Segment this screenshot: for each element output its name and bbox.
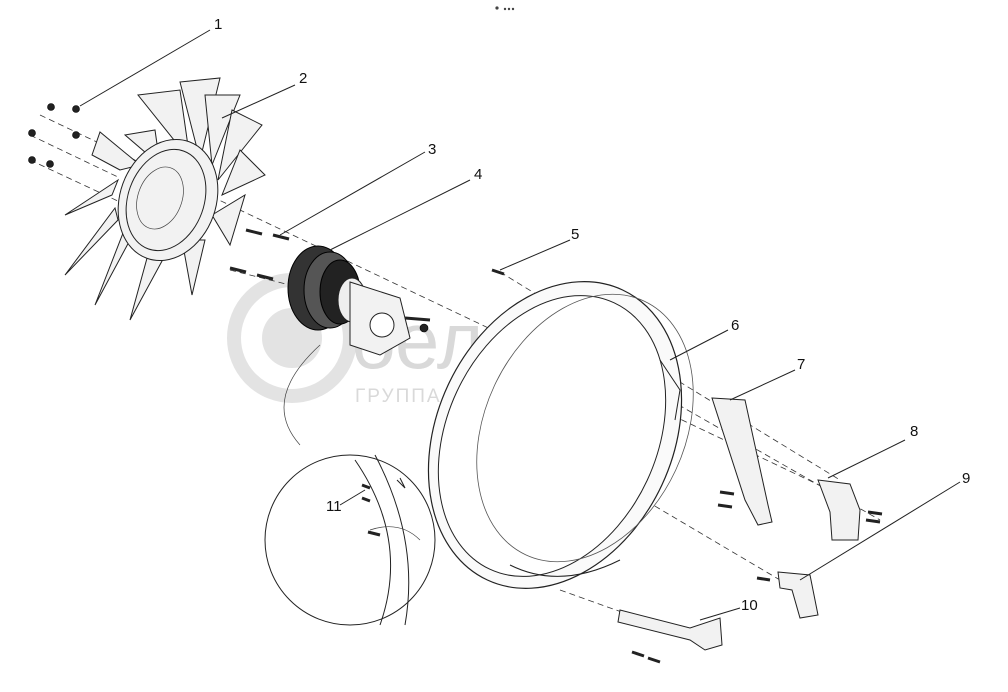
- callout-1: 1: [214, 16, 222, 33]
- fan-impeller: [64, 77, 266, 321]
- mounting-bracket-lower-right: [756, 571, 819, 619]
- callout-3: 3: [428, 141, 436, 158]
- callout-2: 2: [299, 70, 307, 87]
- callout-9: 9: [962, 470, 970, 487]
- mounting-bracket-right: [817, 479, 883, 541]
- leader-lines: [79, 29, 961, 621]
- shroud-bracket-lower: [617, 609, 723, 664]
- callout-5: 5: [571, 226, 579, 243]
- viscous-fan-clutch: [287, 245, 431, 356]
- top-mark: [495, 6, 515, 11]
- callout-6: 6: [731, 317, 739, 334]
- detail-view: [264, 344, 436, 626]
- callout-7: 7: [797, 356, 805, 373]
- callout-10: 10: [741, 597, 758, 614]
- fan-nut: [28, 103, 80, 168]
- callout-8: 8: [910, 423, 918, 440]
- callouts: 1 2 3 4 5 6 7 8 9 10 11: [214, 16, 970, 614]
- fan-shroud: [427, 281, 694, 589]
- shroud-bracket-upper: [711, 397, 773, 526]
- callout-4: 4: [474, 166, 482, 183]
- clutch-bolt: [229, 228, 290, 281]
- callout-11: 11: [326, 498, 342, 515]
